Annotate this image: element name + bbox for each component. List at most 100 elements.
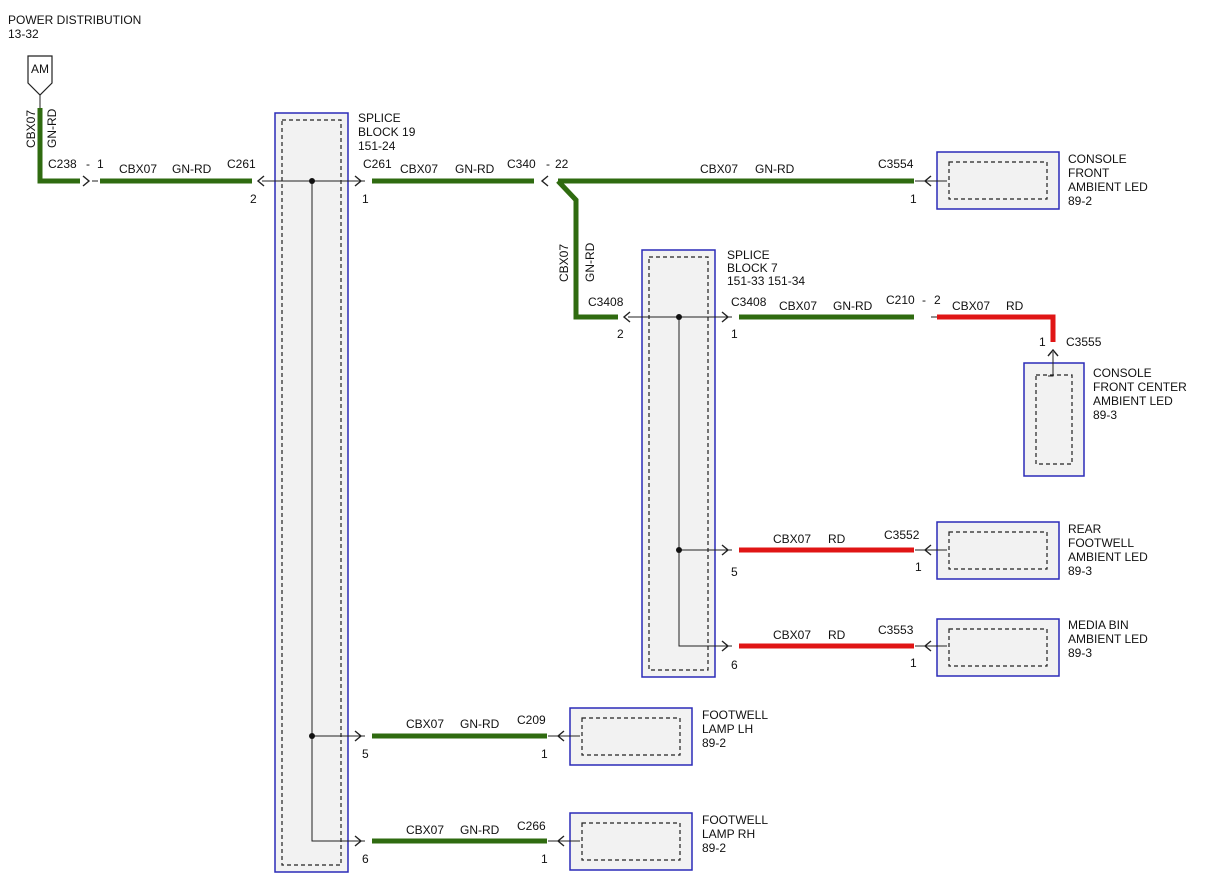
wire-label-9-color: GN-RD [460, 823, 500, 837]
footwell-rh-line2: LAMP RH [702, 827, 755, 841]
media-bin-line2: AMBIENT LED [1068, 632, 1148, 646]
c261-out-arrow [354, 175, 363, 187]
c3554-arrow [923, 175, 932, 187]
splice-block-19-inner [281, 119, 342, 866]
splice19-pin6: 6 [362, 852, 369, 866]
c209-arrow [556, 730, 565, 742]
wire-am-to-c238 [37, 108, 80, 184]
footwell-rh-ref: 89-2 [702, 841, 726, 855]
c3553-label: C3553 [878, 623, 914, 637]
wire-label-8-circuit: CBX07 [406, 717, 444, 731]
c340-pin: 22 [555, 157, 569, 171]
rear-footwell-led-inner [948, 531, 1048, 570]
splice-block-7-line1: SPLICE [727, 248, 770, 262]
footwell-lh-line1: FOOTWELL [702, 708, 768, 722]
c3555-label: C3555 [1066, 335, 1102, 349]
c210-pin: 2 [934, 293, 941, 307]
console-front-center-led-box [1023, 362, 1085, 477]
c3555-arrow [1047, 348, 1059, 357]
console-front-line2: FRONT [1068, 166, 1110, 180]
c210-separator: - [922, 293, 926, 307]
splice-7-node-top [676, 314, 682, 320]
splice19-pin5: 5 [362, 747, 369, 761]
splice-7-bus-vertical [678, 317, 732, 647]
console-front-led-box [936, 151, 1060, 210]
power-distribution-page: 13-32 [8, 27, 39, 41]
c210-label: C210 [886, 293, 915, 307]
rear-footwell-line2: FOOTWELL [1068, 536, 1134, 550]
splice-7-node-5 [676, 547, 682, 553]
wire-label-4-color: GN-RD [833, 299, 873, 313]
splice-block-7-ref: 151-33 151-34 [727, 274, 805, 288]
c3553-arrow [923, 640, 932, 652]
rear-footwell-line1: REAR [1068, 522, 1102, 536]
c3408-in-arrow [622, 311, 631, 323]
c3552-label: C3552 [884, 528, 920, 542]
c261-out-label: C261 [363, 157, 392, 171]
c266-arrow [556, 835, 565, 847]
c3553-pin: 1 [910, 656, 917, 670]
c261-in-label: C261 [227, 157, 256, 171]
footwell-lamp-lh-inner [581, 717, 681, 756]
splice-block-7-line2: BLOCK 7 [727, 261, 778, 275]
c261-out-pin: 1 [362, 192, 369, 206]
splice19-pin5-arrow [354, 730, 363, 742]
c340-arrow [540, 175, 549, 187]
footwell-rh-line1: FOOTWELL [702, 813, 768, 827]
footwell-lh-ref: 89-2 [702, 736, 726, 750]
media-bin-led-inner [948, 628, 1048, 667]
wire-code-vertical-am-color: GN-RD [45, 108, 59, 148]
c238-pin: 1 [97, 157, 104, 171]
footwell-lamp-rh-box [569, 812, 693, 871]
splice-block-7-inner [648, 256, 709, 671]
rear-footwell-led-box [936, 521, 1060, 580]
c209-pin: 1 [541, 747, 548, 761]
am-badge-label: AM [31, 62, 49, 76]
wire-label-8-color: GN-RD [460, 717, 500, 731]
wire-label-1-circuit: CBX07 [119, 162, 157, 176]
rear-footwell-ref: 89-3 [1068, 564, 1092, 578]
am-source-badge-icon [27, 55, 53, 96]
c209-label: C209 [517, 713, 546, 727]
console-front-center-line1: CONSOLE [1093, 366, 1152, 380]
splice-block-19-line1: SPLICE [358, 111, 401, 125]
wire-label-9-circuit: CBX07 [406, 823, 444, 837]
splice-19-node-5 [309, 733, 315, 739]
c340-separator: - [546, 157, 550, 171]
wire-c340-to-c3408 [556, 179, 618, 320]
c3408-in-pin: 2 [617, 327, 624, 341]
splice7-pin5: 5 [731, 565, 738, 579]
wire-label-6-circuit: CBX07 [773, 532, 811, 546]
footwell-lamp-lh-box [569, 707, 693, 766]
power-distribution-title: POWER DISTRIBUTION [8, 13, 141, 27]
console-front-center-line2: FRONT CENTER [1093, 380, 1187, 394]
splice7-pin5-arrow [721, 544, 730, 556]
c3552-arrow [923, 544, 932, 556]
wire-label-7-circuit: CBX07 [773, 628, 811, 642]
c3408-out-pin: 1 [731, 327, 738, 341]
rear-footwell-line3: AMBIENT LED [1068, 550, 1148, 564]
splice19-pin6-arrow [354, 835, 363, 847]
console-front-line3: AMBIENT LED [1068, 180, 1148, 194]
media-bin-line1: MEDIA BIN [1068, 618, 1129, 632]
console-front-ref: 89-2 [1068, 194, 1092, 208]
media-bin-ref: 89-3 [1068, 646, 1092, 660]
c3408-out-label: C3408 [731, 295, 767, 309]
wire-label-7-color: RD [828, 628, 846, 642]
wire-label-5-circuit: CBX07 [952, 299, 990, 313]
wire-label-2-color: GN-RD [455, 162, 495, 176]
wire-label-1-color: GN-RD [172, 162, 212, 176]
footwell-lamp-rh-inner [581, 822, 681, 861]
c3552-pin: 1 [915, 560, 922, 574]
footwell-lh-line2: LAMP LH [702, 722, 753, 736]
wire-label-4-circuit: CBX07 [779, 299, 817, 313]
splice-19-node-top [309, 178, 315, 184]
splice7-pin6-arrow [721, 640, 730, 652]
wire-code-vertical-c340-circuit: CBX07 [557, 244, 571, 282]
wire-label-6-color: RD [828, 532, 846, 546]
wire-label-5-color: RD [1006, 299, 1024, 313]
c340-label: C340 [507, 157, 536, 171]
wire-label-2-circuit: CBX07 [400, 162, 438, 176]
splice-block-19-line2: BLOCK 19 [358, 125, 416, 139]
